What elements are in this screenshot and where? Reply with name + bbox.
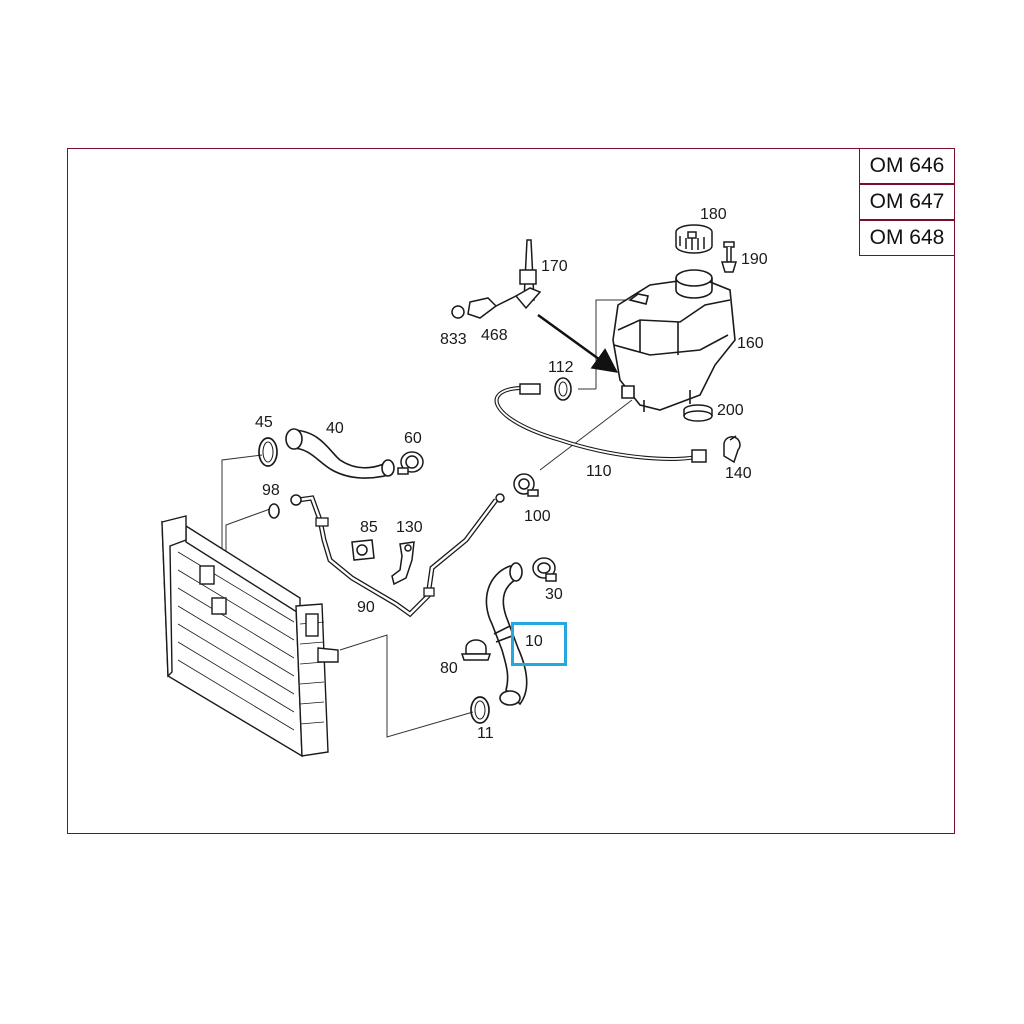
seal-ring-112 — [554, 377, 572, 401]
hose-clamp-30 — [532, 557, 557, 582]
part-label-60: 60 — [404, 430, 422, 447]
seal-ring-45 — [258, 437, 278, 467]
clamp-140 — [723, 435, 741, 464]
coolant-sensor — [451, 239, 542, 319]
part-label-833: 833 — [440, 331, 467, 348]
part-label-98: 98 — [262, 482, 280, 499]
part-label-140: 140 — [725, 465, 752, 482]
model-label-om648: OM 648 — [859, 220, 955, 256]
flow-arrow — [537, 313, 619, 373]
seal-ring-11 — [470, 696, 490, 724]
part-label-110: 110 — [586, 463, 612, 480]
radiator — [161, 515, 339, 758]
vent-line — [494, 383, 707, 463]
part-label-85: 85 — [360, 519, 378, 536]
bolt — [720, 241, 738, 273]
coolant-pipe — [290, 493, 505, 618]
part-label-45: 45 — [255, 414, 273, 431]
model-label-om647: OM 647 — [859, 184, 955, 220]
part-label-40: 40 — [326, 420, 344, 437]
diagram-frame — [67, 148, 955, 834]
grommet — [683, 404, 713, 422]
upper-hose — [285, 428, 395, 479]
part-label-30: 30 — [545, 586, 563, 603]
highlight-box — [511, 622, 567, 666]
part-label-80: 80 — [440, 660, 458, 677]
bracket-130 — [391, 541, 415, 586]
part-label-130: 130 — [396, 519, 423, 536]
part-label-170: 170 — [541, 258, 568, 275]
part-label-160: 160 — [737, 335, 764, 352]
part-label-90: 90 — [357, 599, 375, 616]
seal-ring-98 — [268, 503, 280, 519]
bracket-85 — [351, 539, 375, 561]
part-label-468: 468 — [481, 327, 508, 344]
part-label-180: 180 — [700, 206, 727, 223]
filler-cap — [675, 224, 713, 254]
hose-clamp-100 — [513, 473, 539, 497]
part-label-11: 11 — [477, 725, 494, 742]
part-label-100: 100 — [524, 508, 551, 525]
model-label-om646: OM 646 — [859, 148, 955, 184]
hose-clamp-80 — [460, 639, 492, 661]
part-label-10: 10 — [525, 633, 543, 650]
part-label-190: 190 — [741, 251, 768, 268]
part-label-200: 200 — [717, 402, 744, 419]
lower-hose — [485, 562, 528, 706]
part-label-112: 112 — [548, 359, 574, 376]
hose-clamp-60 — [397, 451, 424, 475]
expansion-tank — [612, 269, 736, 412]
